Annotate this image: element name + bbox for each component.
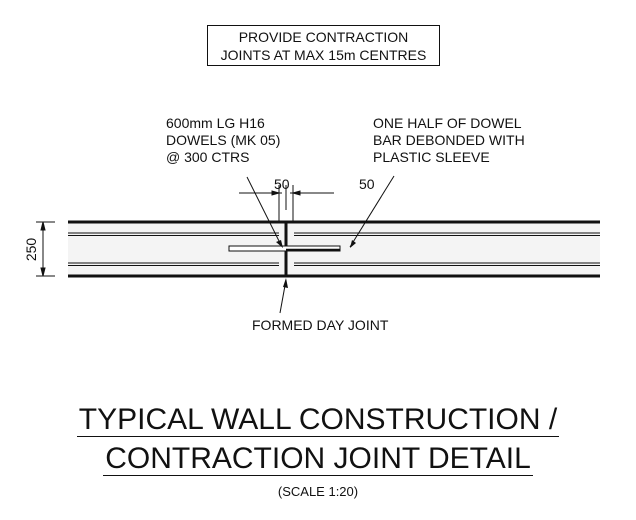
- formed-day-joint-label: FORMED DAY JOINT: [252, 317, 389, 333]
- drawing-scale: (SCALE 1:20): [277, 484, 359, 499]
- dimension-right-text: 50: [359, 176, 375, 192]
- dowel-label-line: DOWELS (MK 05): [166, 132, 281, 148]
- note-line-2: JOINTS AT MAX 15m CENTRES: [220, 47, 427, 63]
- title-text: TYPICAL WALL CONSTRUCTION /: [76, 403, 560, 437]
- drawing-title-line-2: CONTRACTION JOINT DETAIL: [0, 442, 636, 476]
- dimension-250: [36, 221, 55, 277]
- sleeve-label: ONE HALF OF DOWEL BAR DEBONDED WITH PLAS…: [373, 115, 525, 166]
- drawing-title-line-1: TYPICAL WALL CONSTRUCTION /: [0, 403, 636, 437]
- wall-thickness-text: 250: [23, 237, 40, 262]
- reinforcement-bars: [68, 232, 600, 266]
- contraction-joint-note: PROVIDE CONTRACTION JOINTS AT MAX 15m CE…: [207, 25, 440, 66]
- sleeve-label-line: BAR DEBONDED WITH: [373, 132, 525, 148]
- dimension-left-text: 50: [274, 176, 290, 192]
- note-line-1: PROVIDE CONTRACTION: [238, 29, 409, 45]
- dimension-50: [239, 185, 334, 222]
- leader-lines: [246, 175, 395, 314]
- sleeve-label-line: ONE HALF OF DOWEL: [373, 115, 522, 131]
- title-text: CONTRACTION JOINT DETAIL: [103, 442, 533, 476]
- dowel-label: 600mm LG H16 DOWELS (MK 05) @ 300 CTRS: [166, 115, 280, 166]
- dowel-label-line: 600mm LG H16: [166, 115, 265, 131]
- dowel-label-line: @ 300 CTRS: [166, 149, 250, 165]
- dowel-bar: [228, 245, 341, 252]
- sleeve-label-line: PLASTIC SLEEVE: [373, 149, 490, 165]
